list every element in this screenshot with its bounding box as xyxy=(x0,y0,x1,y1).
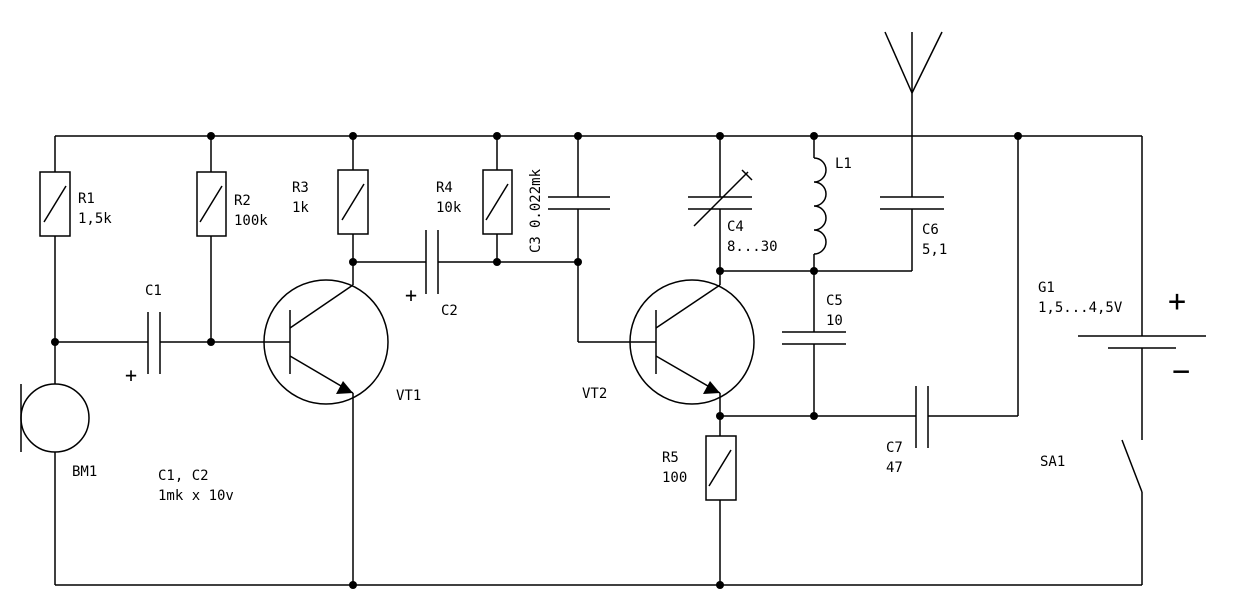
resistor-r1 xyxy=(39,136,71,342)
capacitor-c5 xyxy=(782,271,846,416)
c4-value: 8...30 xyxy=(727,239,778,255)
c6-name: C6 xyxy=(922,222,939,238)
capacitor-c3 xyxy=(548,136,654,343)
r5-value: 100 xyxy=(662,470,687,486)
note-c1-c2-names: C1, C2 xyxy=(158,468,209,484)
capacitor-c6 xyxy=(880,93,944,271)
r1-name: R1 xyxy=(78,191,95,207)
sa1-name: SA1 xyxy=(1040,454,1065,470)
c2-name: C2 xyxy=(441,303,458,319)
battery-g1 xyxy=(1078,136,1206,440)
c7-name: C7 xyxy=(886,440,903,456)
r1-value: 1,5k xyxy=(78,211,112,227)
transistor-vt1 xyxy=(263,279,389,585)
r4-value: 10k xyxy=(436,200,462,216)
l1-name: L1 xyxy=(835,156,852,172)
switch-sa1 xyxy=(1121,439,1143,585)
c6-value: 5,1 xyxy=(922,242,947,258)
c2-plus: + xyxy=(405,283,417,307)
r3-value: 1k xyxy=(292,200,309,216)
vt2-name: VT2 xyxy=(582,386,607,402)
resistor-r4 xyxy=(482,136,513,262)
note-c1-c2-spec: 1mk x 10v xyxy=(158,488,234,504)
r2-name: R2 xyxy=(234,193,251,209)
g1-plus: + xyxy=(1168,284,1186,319)
g1-name: G1 xyxy=(1038,280,1055,296)
resistor-r2 xyxy=(196,136,227,342)
vt1-name: VT1 xyxy=(396,388,421,404)
inductor-l1 xyxy=(813,136,827,271)
variable-capacitor-c4 xyxy=(688,136,753,271)
microphone-bm1 xyxy=(20,342,90,585)
c1-name: C1 xyxy=(145,283,162,299)
c4-name: C4 xyxy=(727,219,744,235)
capacitor-c2 xyxy=(353,230,578,294)
resistor-r5 xyxy=(705,435,737,585)
r2-value: 100k xyxy=(234,213,268,229)
c3-value: 0.022mk xyxy=(528,168,544,228)
capacitor-c7 xyxy=(720,136,1019,448)
c5-name: C5 xyxy=(826,293,843,309)
capacitor-c1 xyxy=(55,312,265,374)
r5-name: R5 xyxy=(662,450,679,466)
transistor-vt2 xyxy=(629,271,755,436)
c7-value: 47 xyxy=(886,460,903,476)
c3-name: C3 xyxy=(528,236,544,253)
c5-value: 10 xyxy=(826,313,843,329)
g1-minus: − xyxy=(1172,354,1190,389)
bm1-name: BM1 xyxy=(72,464,97,480)
r4-name: R4 xyxy=(436,180,453,196)
g1-value: 1,5...4,5V xyxy=(1038,300,1123,316)
antenna-icon xyxy=(884,31,943,94)
r3-name: R3 xyxy=(292,180,309,196)
c1-plus: + xyxy=(125,363,137,387)
junction-dots xyxy=(51,132,1022,589)
